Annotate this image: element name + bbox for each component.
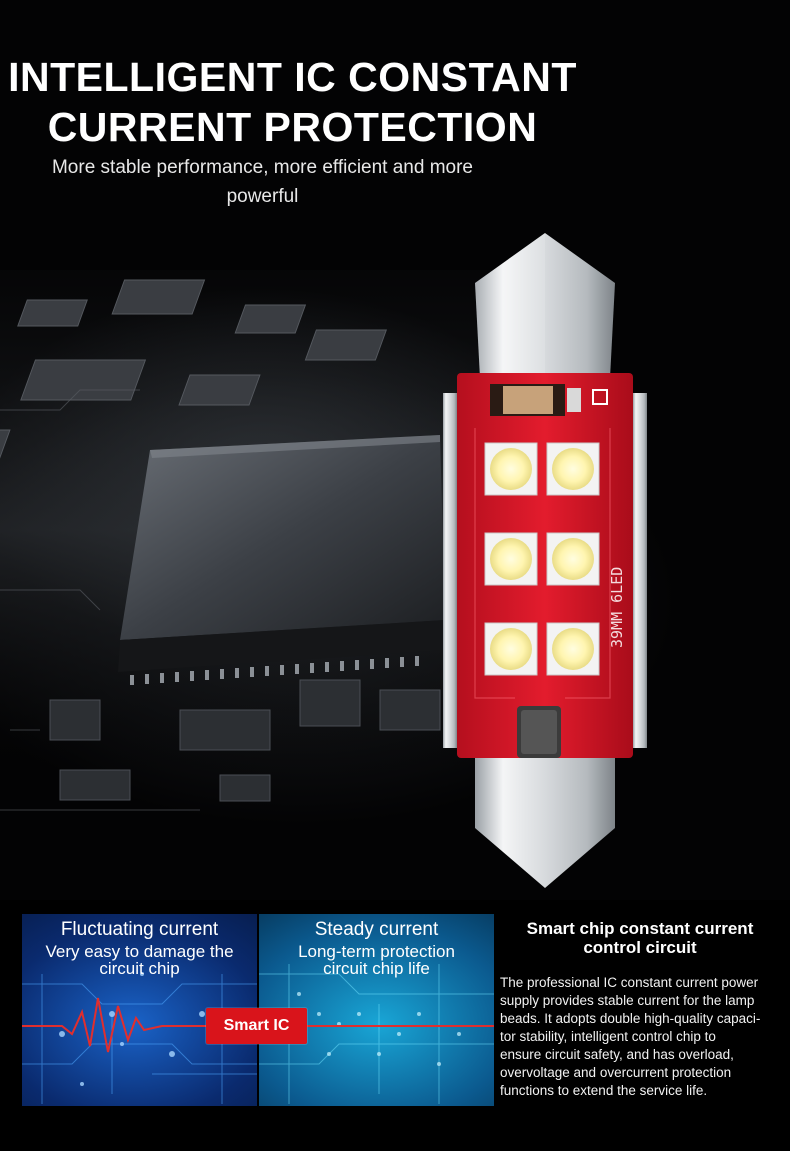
right-panel-sub-line-2: circuit chip life xyxy=(323,959,430,978)
info-title-line-2: control circuit xyxy=(583,938,697,957)
info-line: supply provides stable current for the l… xyxy=(500,993,755,1008)
fluctuating-circuit-graphic xyxy=(22,972,257,1104)
steady-circuit-graphic xyxy=(259,964,494,1104)
subtitle-line-2: powerful xyxy=(226,186,299,207)
right-panel-subtitle: Long-term protection circuit chip life xyxy=(259,943,494,977)
pcb-label: 39MM 6LED xyxy=(608,567,626,648)
left-panel-sub-line-1: Very easy to damage the xyxy=(45,942,234,961)
info-line: overvoltage and overcurrent protection xyxy=(500,1065,732,1080)
headline-line-2: CURRENT PROTECTION xyxy=(47,104,538,150)
info-description: The professional IC constant current pow… xyxy=(500,974,785,1100)
led-festoon-bulb-image: 39MM 6LED xyxy=(443,233,647,888)
right-panel-sub-line-1: Long-term protection xyxy=(298,942,455,961)
info-title-line-1: Smart chip constant current xyxy=(526,919,754,938)
fluctuating-current-panel: Fluctuating current Very easy to damage … xyxy=(22,914,257,1106)
smart-ic-badge: Smart IC xyxy=(206,1008,307,1044)
info-line: The professional IC constant current pow… xyxy=(500,975,759,990)
page-subtitle: More stable performance, more efficient … xyxy=(0,153,525,211)
left-panel-title: Fluctuating current xyxy=(60,919,219,940)
info-line: functions to extend the service life. xyxy=(500,1083,708,1098)
info-line: ensure circuit safety, and has overload, xyxy=(500,1047,734,1062)
left-panel-subtitle: Very easy to damage the circuit chip xyxy=(22,943,257,977)
info-line: beads. It adopts double high-quality cap… xyxy=(500,1011,761,1026)
hero-section: INTELLIGENT IC CONSTANT CURRENT PROTECTI… xyxy=(0,0,790,900)
headline-line-1: INTELLIGENT IC CONSTANT xyxy=(8,54,577,100)
right-panel-title: Steady current xyxy=(314,919,439,940)
subtitle-line-1: More stable performance, more efficient … xyxy=(51,157,473,178)
info-line: tor stability, intelligent control chip … xyxy=(500,1029,716,1044)
page-headline: INTELLIGENT IC CONSTANT CURRENT PROTECTI… xyxy=(0,52,585,152)
left-panel-sub-line-2: circuit chip xyxy=(99,959,180,978)
info-title: Smart chip constant current control circ… xyxy=(506,919,774,957)
